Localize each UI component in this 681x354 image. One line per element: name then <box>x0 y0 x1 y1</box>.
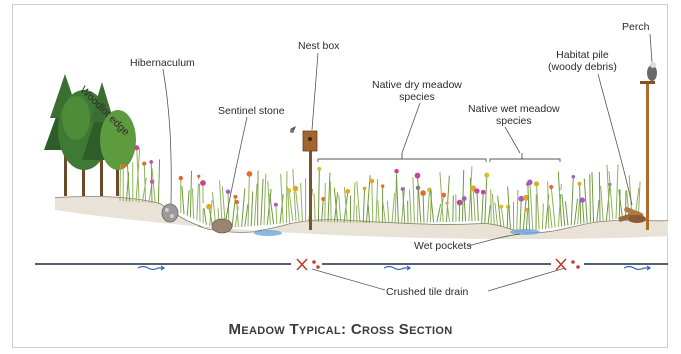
sentinel-stone-label: Sentinel stone <box>218 105 285 117</box>
native-wet-meadow-line1: Native wet meadow <box>468 103 560 115</box>
wet-pockets-label: Wet pockets <box>414 240 472 252</box>
native-dry-meadow-label: Native dry meadow species <box>372 79 462 103</box>
native-wet-meadow-label: Native wet meadow species <box>468 103 560 127</box>
bird-icon <box>647 62 657 81</box>
diagram-title: Meadow Typical: Cross Section <box>0 321 681 338</box>
habitat-pile-line1: Habitat pile <box>548 49 617 61</box>
habitat-pile-line2: (woody debris) <box>548 61 617 73</box>
stone-icon <box>212 219 232 233</box>
perch-post <box>640 81 655 230</box>
meadow-plants <box>120 145 642 232</box>
species-brackets <box>318 153 560 162</box>
nest-box-label: Nest box <box>298 40 339 52</box>
wet-pocket <box>510 229 540 235</box>
flow-arrow-icon <box>624 266 650 270</box>
flow-arrow-icon <box>138 266 164 270</box>
hibernaculum-label: Hibernaculum <box>130 57 195 69</box>
broken-pipe-icon <box>556 259 579 270</box>
perch-label: Perch <box>622 21 649 33</box>
native-wet-meadow-line2: species <box>468 115 560 127</box>
wet-pocket <box>254 230 282 236</box>
bird-icon <box>290 126 296 133</box>
ground-fill <box>55 197 668 239</box>
native-dry-meadow-line2: species <box>372 91 462 103</box>
habitat-pile-label: Habitat pile (woody debris) <box>548 49 617 73</box>
crushed-tile-drain-label: Crushed tile drain <box>386 286 468 298</box>
broken-pipe-icon <box>297 259 319 270</box>
native-dry-meadow-line1: Native dry meadow <box>372 79 462 91</box>
flow-arrow-icon <box>384 266 410 270</box>
crushed-tile-drain <box>35 259 668 270</box>
hibernaculum <box>162 204 178 222</box>
